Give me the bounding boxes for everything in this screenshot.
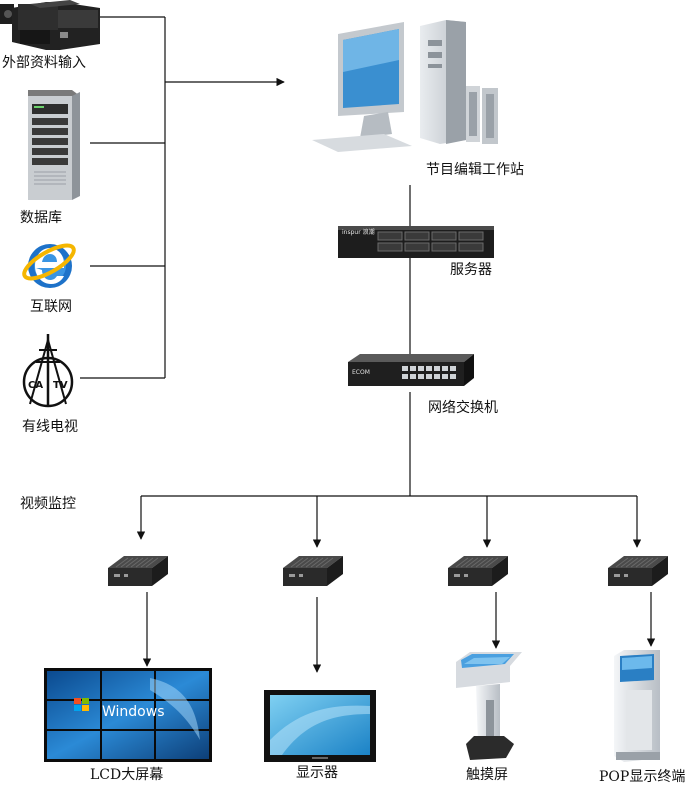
svg-text:CA: CA (28, 380, 43, 391)
touch-kiosk-icon (456, 652, 522, 760)
output-label-touch: 触摸屏 (466, 767, 508, 783)
camcorder-icon (0, 0, 100, 50)
mini-pc-icon (107, 555, 169, 587)
output-label-lcd: LCD大屏幕 (90, 767, 163, 783)
source-label-external: 外部资料输入 (2, 55, 86, 71)
windows-text: Windows (102, 704, 165, 720)
output-label-pop: POP显示终端 (599, 769, 685, 785)
rack-server-icon: inspur 浪潮 (338, 226, 494, 258)
server-label: 服务器 (450, 262, 492, 278)
network-switch-icon: ECOM (348, 354, 474, 386)
server-brand: inspur 浪潮 (342, 228, 375, 236)
pop-display-terminal-icon (614, 650, 660, 762)
source-label-cable-tv: 有线电视 (22, 419, 78, 435)
internet-explorer-icon (22, 243, 76, 288)
connection-lines (80, 16, 656, 673)
svg-text:TV: TV (53, 380, 68, 391)
output-label-monitor: 显示器 (296, 765, 338, 781)
workstation-label: 节目编辑工作站 (426, 162, 524, 178)
mini-pc-icon (282, 555, 344, 587)
switch-brand: ECOM (352, 369, 370, 376)
monitor-icon (264, 690, 376, 762)
cable-tv-antenna-icon: CA TV (22, 334, 74, 408)
source-label-database: 数据库 (20, 210, 62, 226)
windows-logo-icon (74, 698, 89, 711)
source-label-internet: 互联网 (30, 299, 72, 315)
desktop-computer-icon (312, 20, 498, 152)
video-wall-icon: Windows (44, 668, 212, 762)
switch-label: 网络交换机 (428, 399, 498, 416)
mini-pc-icon (607, 555, 669, 587)
video-monitoring-label: 视频监控 (20, 496, 76, 512)
database-server-icon (28, 90, 80, 200)
mini-pc-icon (447, 555, 509, 587)
